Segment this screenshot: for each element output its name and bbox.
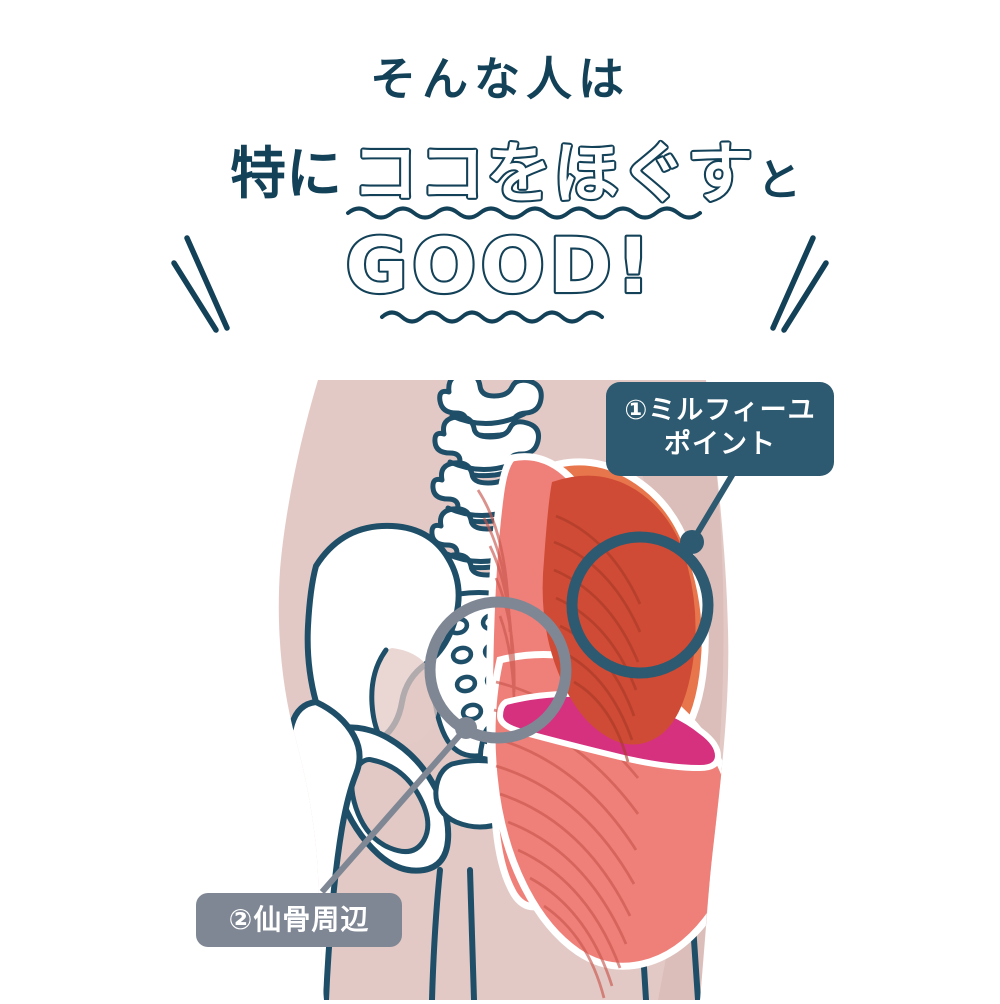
callout-1-line-2: ポイント xyxy=(664,428,776,460)
headline-line-2-suffix: と xyxy=(757,155,801,206)
highlight-striations xyxy=(553,514,642,763)
marker-2-dot xyxy=(455,717,477,739)
marker-1-ring xyxy=(566,531,714,679)
marker-2-leader xyxy=(319,726,469,894)
headline-line-3: GOOD! xyxy=(345,221,654,310)
headline-line-1: そんな人は xyxy=(370,52,630,106)
wavy-underline-2 xyxy=(380,310,604,324)
decor-slash-left xyxy=(171,235,230,333)
marker-1-dot xyxy=(680,530,704,554)
callout-2-line-1: ②仙骨周辺 xyxy=(228,903,370,936)
callout-label-millefeuille-point[interactable]: ①ミルフィーユ ポイント xyxy=(606,382,834,476)
anatomy-svg xyxy=(278,380,743,1000)
headline-line-2-prefix: 特に xyxy=(230,142,342,207)
headline-line-2-outline: ココをほぐす xyxy=(352,135,754,212)
decor-slash-right xyxy=(770,235,829,333)
headline-svg: そんな人は 特に ココをほぐす と GOOD! xyxy=(171,52,829,333)
callout-1-line-1: ①ミルフィーユ xyxy=(624,395,816,426)
body-interior xyxy=(286,380,729,1000)
ilium-inner-shading xyxy=(370,648,439,745)
callout-label-sacrum-area[interactable]: ②仙骨周辺 xyxy=(196,893,402,947)
gmax-striations xyxy=(476,489,640,999)
muscle-group xyxy=(476,453,729,999)
gluteal-cleft xyxy=(429,867,443,1000)
gluteal-cleft-2 xyxy=(467,867,477,1000)
marker-2-ring xyxy=(424,596,572,744)
headline-block: そんな人は 特に ココをほぐす と GOOD! xyxy=(0,0,1000,360)
anatomy-illustration xyxy=(0,330,1000,1000)
wavy-underline-1 xyxy=(346,206,702,220)
